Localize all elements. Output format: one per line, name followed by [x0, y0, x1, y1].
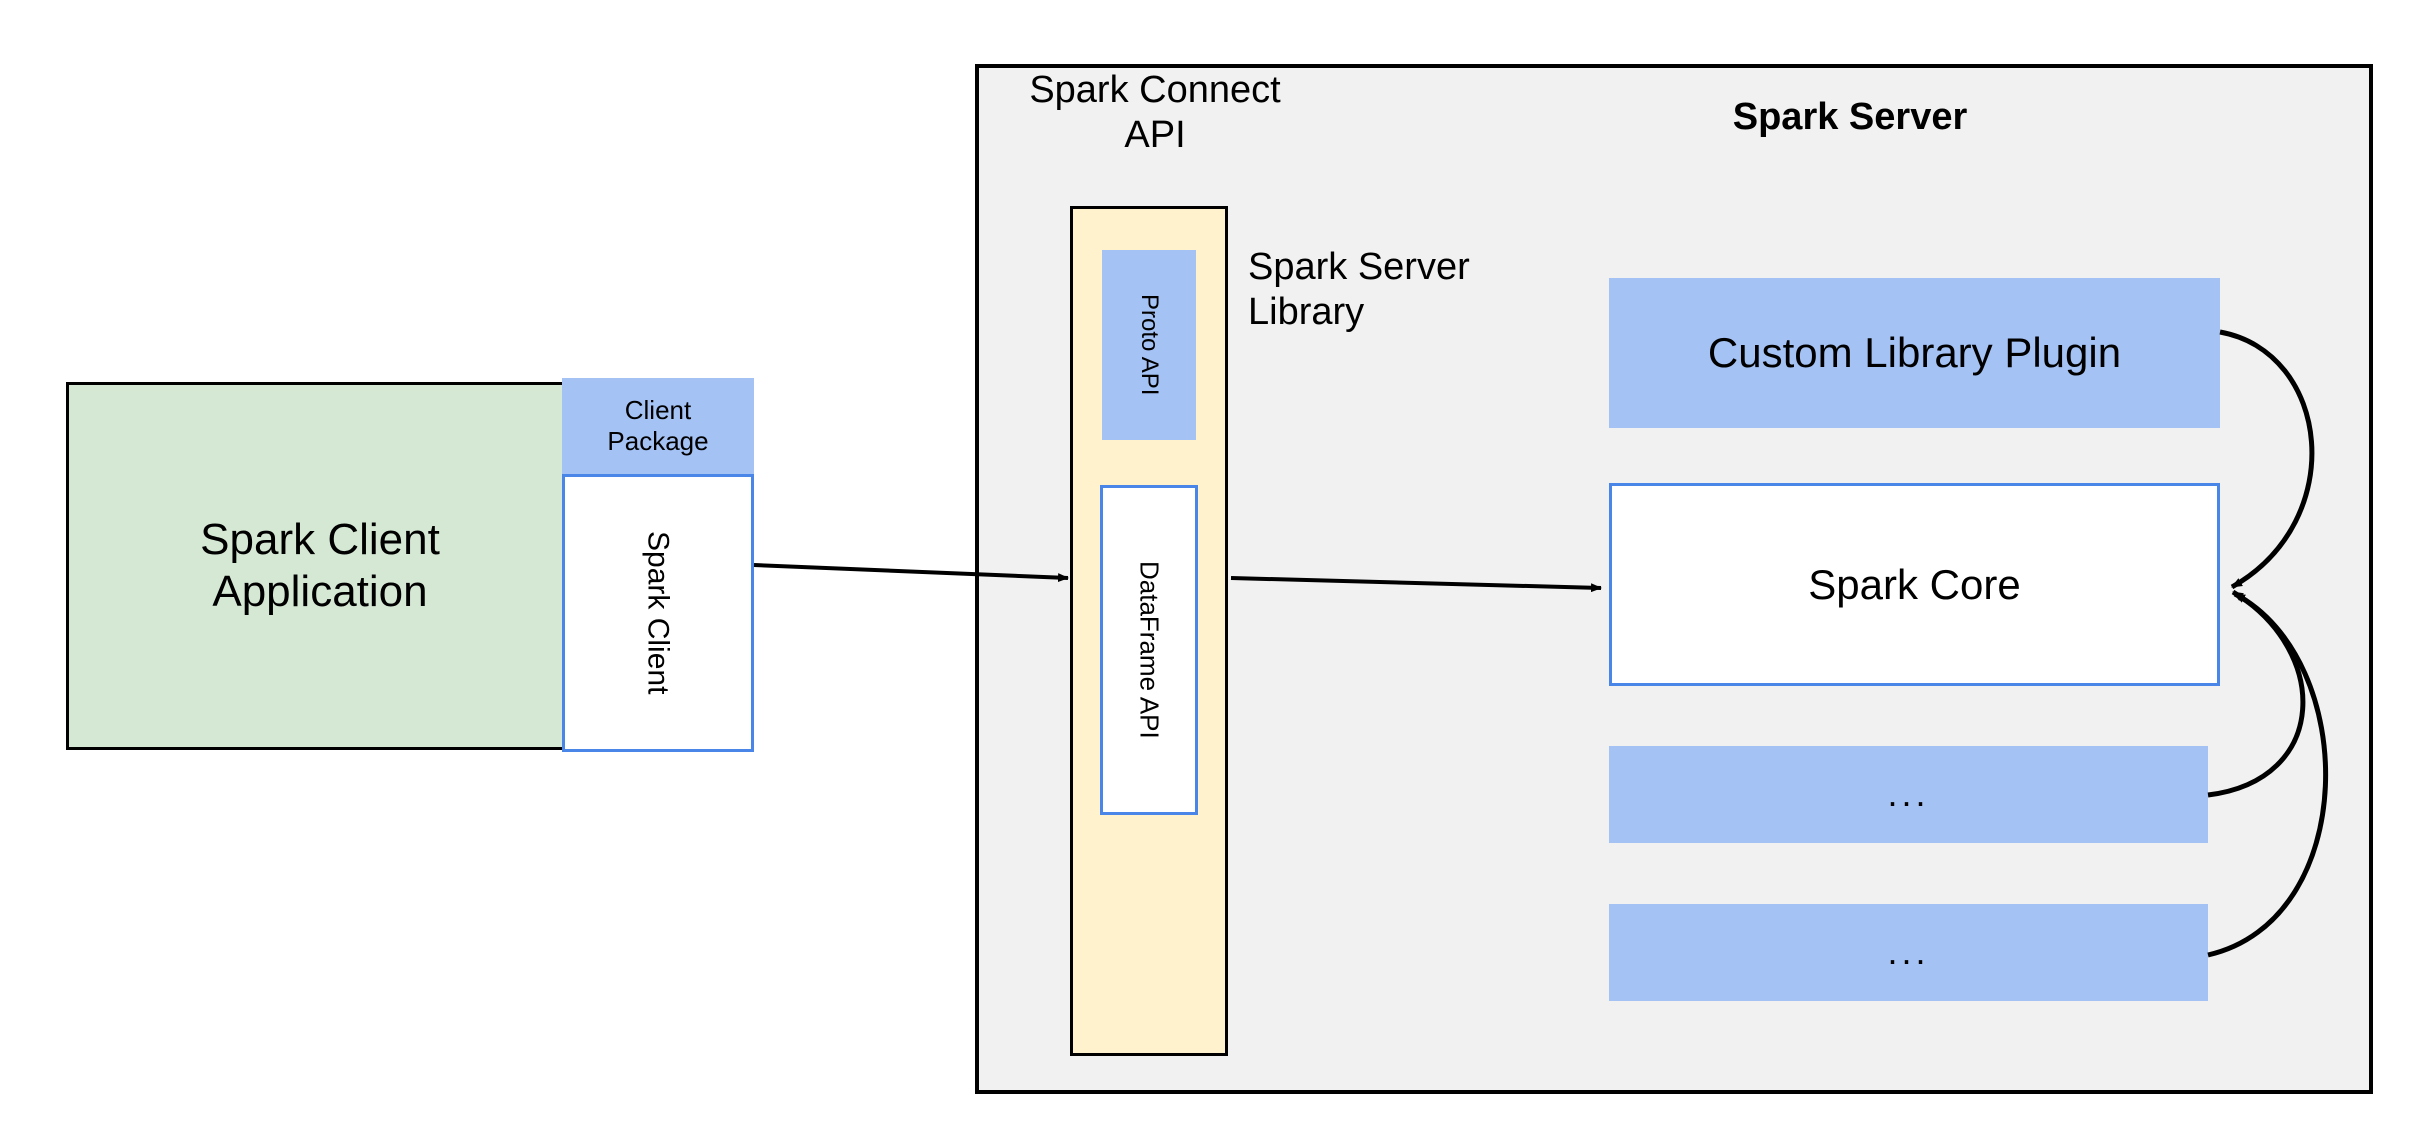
placeholder-box-2[interactable]: ... — [1609, 904, 2208, 1001]
custom-library-plugin-label: Custom Library Plugin — [1707, 329, 2122, 377]
spark-client-box[interactable]: Spark Client — [562, 474, 754, 752]
placeholder-label-1: ... — [1887, 773, 1930, 815]
proto-api-box[interactable]: Proto API — [1102, 250, 1196, 440]
placeholder-box-1[interactable]: ... — [1609, 746, 2208, 843]
dataframe-api-box[interactable]: DataFrame API — [1100, 485, 1198, 815]
spark-client-label: Spark Client — [641, 531, 675, 695]
placeholder-label-2: ... — [1887, 931, 1930, 973]
spark-core-label: Spark Core — [1808, 560, 2021, 608]
custom-library-plugin-box[interactable]: Custom Library Plugin — [1609, 278, 2220, 428]
spark-server-title: Spark Server — [1732, 95, 1968, 138]
spark-core-box[interactable]: Spark Core — [1609, 483, 2220, 686]
dataframe-api-label: DataFrame API — [1134, 561, 1165, 739]
proto-api-label: Proto API — [1136, 294, 1164, 396]
